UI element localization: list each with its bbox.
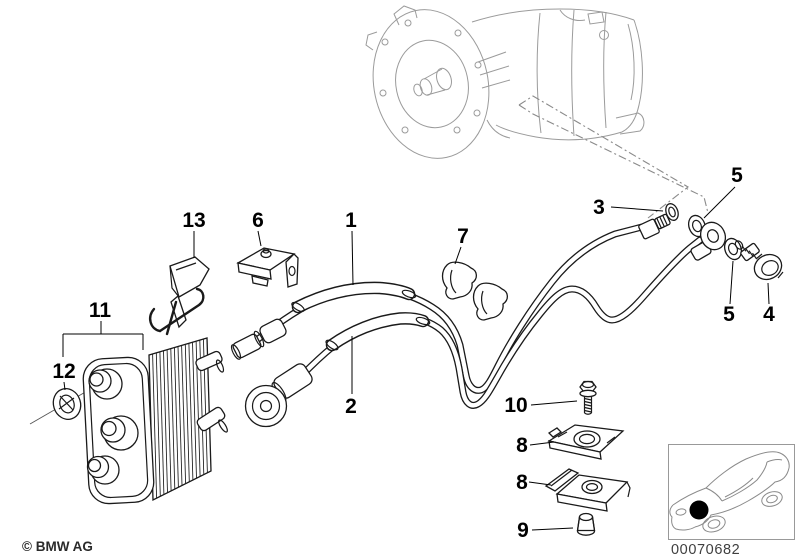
- callout-9: 9: [517, 519, 529, 542]
- bolt: [579, 380, 597, 415]
- washer-lower: [723, 237, 743, 261]
- cooler-ports: [86, 368, 139, 485]
- mounting-bracket: [236, 247, 299, 288]
- callout-6: 6: [252, 209, 264, 232]
- car-locator: 00070682: [668, 444, 795, 558]
- transmission-outline: [365, 5, 645, 159]
- torque-converter-hub: [413, 67, 452, 97]
- callout-10: 10: [504, 394, 527, 417]
- clamp-upper: [547, 424, 625, 460]
- callout-13: 13: [182, 209, 205, 232]
- clamp-lower: [544, 468, 631, 512]
- image-number: 00070682: [671, 542, 740, 558]
- callout-12: 12: [52, 360, 75, 383]
- callout-1: 1: [345, 209, 357, 232]
- oil-cooler: [29, 337, 228, 505]
- callout-3: 3: [593, 196, 605, 219]
- cooler-fin-stack: [148, 337, 212, 502]
- cooler-side-stubs: [195, 350, 228, 433]
- bell-bolt-holes: [379, 19, 482, 134]
- car-icon: [669, 451, 790, 533]
- dashed-leader-lines: [518, 95, 709, 219]
- callout-leaders: [62, 186, 770, 531]
- callout-5-upper: 5: [731, 164, 743, 187]
- callout-5-lower: 5: [723, 303, 735, 326]
- callout-labels: 13 6 1 3 5 5 4 2 7 10 8 8 9 11 12: [52, 164, 775, 542]
- callout-11: 11: [89, 299, 112, 322]
- grommet: [52, 388, 82, 420]
- copyright-text: © BMW AG: [22, 539, 93, 554]
- pipe-couplings: [230, 318, 313, 428]
- rubber-cap: [576, 512, 596, 536]
- banjo-fitting: [690, 221, 727, 261]
- pipe1-end-fitting: [638, 213, 671, 240]
- car-box: [668, 444, 795, 540]
- o-ring: [665, 203, 679, 221]
- banjo-bolt: [734, 240, 784, 281]
- callout-4: 4: [763, 303, 775, 326]
- callout-8-upper: 8: [516, 434, 528, 457]
- location-dot: [689, 500, 709, 520]
- callout-8-lower: 8: [516, 471, 528, 494]
- callout-2: 2: [345, 395, 357, 418]
- callout-7: 7: [457, 225, 469, 248]
- spring-clip: [148, 256, 210, 336]
- pipe-clips: [441, 261, 509, 321]
- pipe-hose-sleeves: [291, 281, 431, 352]
